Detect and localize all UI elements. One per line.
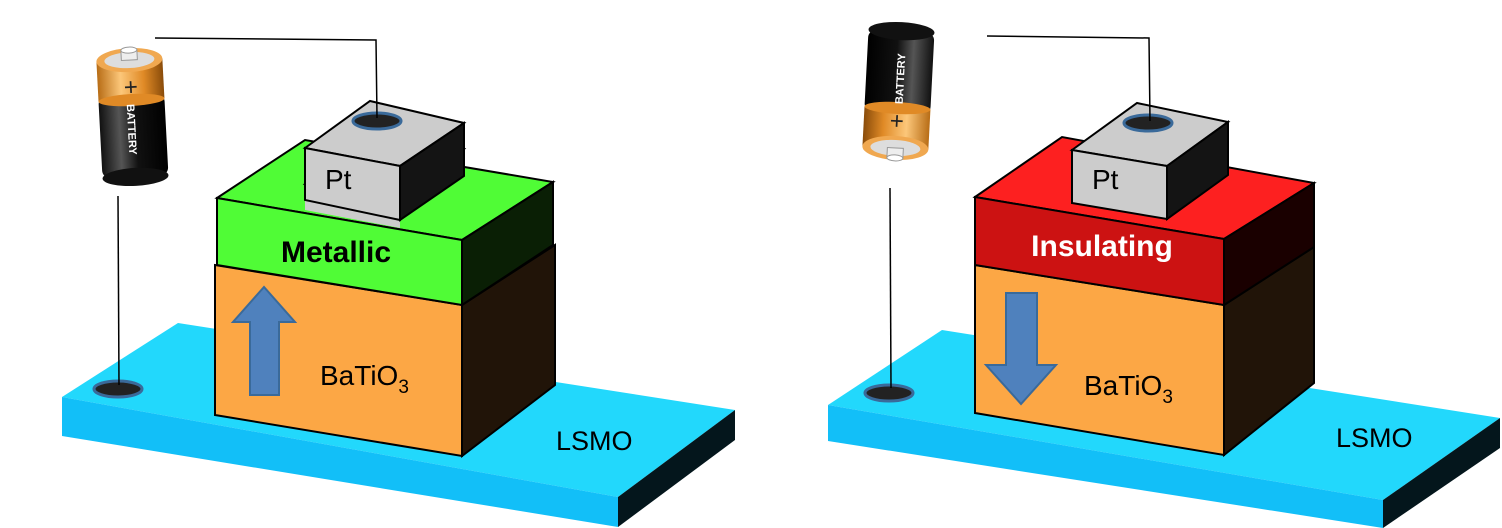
polarization-down-arrow: [983, 292, 1059, 406]
lsmo-label: LSMO: [1336, 423, 1413, 453]
left-device: Pt Metallic BaTiO3 LSMO + BATTERY: [62, 37, 735, 527]
pt-electrode: Pt: [302, 99, 467, 228]
battery-plus: +: [889, 107, 904, 135]
lsmo-label: LSMO: [556, 426, 633, 456]
batio3-label: BaTiO3: [320, 360, 409, 398]
insulating-label: Insulating: [1031, 230, 1173, 263]
batio3-label: BaTiO3: [1084, 370, 1173, 408]
polarization-up-arrow: [230, 285, 298, 396]
wire-top: [986, 35, 1151, 122]
battery-icon: + BATTERY: [96, 46, 169, 187]
substrate-contact-hole: [863, 383, 915, 403]
pt-label: Pt: [325, 164, 352, 195]
right-device: Pt Insulating BaTiO3 LSMO + BATTERY: [828, 21, 1500, 528]
wire-bottom: [117, 195, 120, 386]
pt-contact-hole: [1122, 113, 1174, 133]
battery-icon: + BATTERY: [862, 21, 935, 162]
battery-text: BATTERY: [124, 104, 139, 156]
metallic-label: Metallic: [281, 236, 391, 269]
wire-top: [154, 37, 378, 119]
pt-electrode: Pt: [1069, 101, 1231, 221]
battery-text: BATTERY: [894, 52, 909, 104]
metallic-layer: [214, 138, 556, 307]
battery-plus: +: [123, 74, 138, 102]
substrate-contact-hole: [92, 379, 144, 399]
pt-label: Pt: [1092, 164, 1119, 195]
wire-bottom: [889, 187, 892, 389]
